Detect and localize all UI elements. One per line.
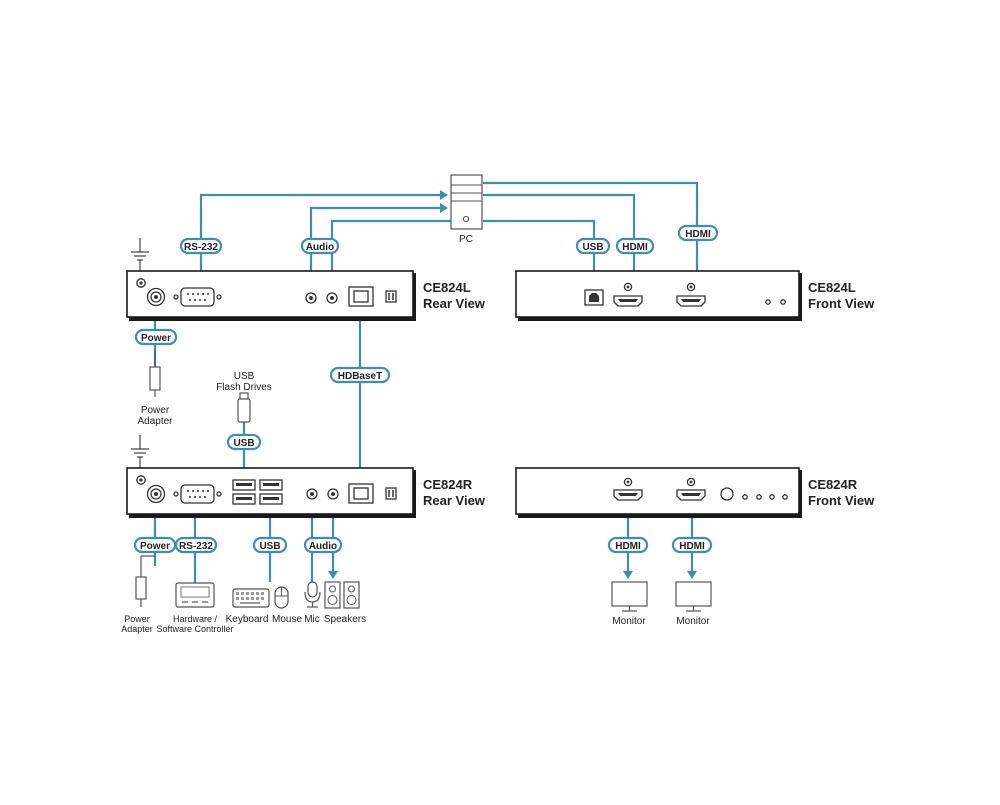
dip-switch-icon [385, 290, 397, 303]
monitor-caption-1: Monitor [612, 616, 646, 627]
label-hdmi-pc-2: HDMI [677, 224, 719, 242]
label-usb-pc: USB [575, 237, 611, 255]
svg-text:Audio: Audio [309, 541, 337, 552]
controller-device-icon [175, 582, 215, 608]
label-rs232-top: RS-232 [179, 237, 223, 255]
label-audio-top: Audio [300, 237, 340, 255]
usb-flash-caption-2: Flash Drives [216, 382, 272, 393]
pc-caption: PC [459, 234, 473, 245]
cable-labels: RS-232 Audio USB HDMI HDMI Power HDBaseT [133, 224, 719, 554]
svg-text:HDMI: HDMI [679, 541, 705, 552]
ce824r-front-view: Front View [808, 493, 875, 508]
ce824l-rear-name: CE824L [423, 280, 471, 295]
label-hdmi-pc-1: HDMI [615, 237, 655, 255]
led-icon [742, 494, 748, 500]
ce824l-rear-view: Rear View [423, 296, 486, 311]
hdmi-monitor-arrow-2 [687, 571, 697, 579]
ce824r-front-name: CE824R [808, 477, 858, 492]
power-adapter-plug-icon [149, 350, 161, 397]
rs232-pc-arrow [440, 190, 448, 200]
svg-text:HDMI: HDMI [615, 541, 641, 552]
label-power-bottom: Power [133, 536, 177, 554]
ce824l-front-view: Front View [808, 296, 875, 311]
keyboard-caption: Keyboard [226, 614, 269, 625]
usb-flash-drive-icon [237, 392, 251, 423]
svg-text:RS-232: RS-232 [184, 242, 218, 253]
svg-text:HDMI: HDMI [685, 229, 711, 240]
led-icon [765, 299, 771, 305]
rs232-pc-cable [199, 193, 440, 286]
mouse-icon [274, 586, 289, 609]
svg-text:USB: USB [259, 541, 280, 552]
controller-caption-2: Software Controller [156, 624, 233, 634]
led-icon [780, 299, 786, 305]
dip-switch-icon [385, 487, 397, 500]
ground-icon-top [131, 238, 149, 278]
keyboard-icon [232, 588, 270, 608]
label-hdmi-monitor-2: HDMI [671, 536, 713, 554]
power-adapter-plug-icon [135, 555, 155, 607]
led-icon [769, 494, 775, 500]
svg-text:Audio: Audio [306, 242, 334, 253]
audio-pc-cable-1 [309, 206, 440, 286]
usb-pc-cable [483, 219, 596, 286]
led-icon [782, 494, 788, 500]
ce824l-rear-panel [126, 270, 416, 321]
rs232-port-icon [180, 287, 215, 307]
usb-flash-caption-1: USB [234, 371, 255, 382]
svg-text:Power: Power [140, 541, 170, 552]
label-usb-bottom: USB [252, 536, 288, 554]
hdmi-pc-cable-1 [483, 193, 636, 282]
label-power-top: Power [134, 328, 178, 346]
pc-tower-icon [450, 174, 483, 230]
svg-text:USB: USB [233, 438, 254, 449]
rs232-port-icon [180, 484, 215, 504]
svg-text:HDBaseT: HDBaseT [338, 371, 382, 382]
monitor-icon-1 [611, 581, 648, 612]
power-adapter-top-caption-1: Power [141, 405, 170, 416]
microphone-icon [304, 581, 321, 608]
ce824l-front-panel [515, 270, 802, 321]
audio-pc-cable-2 [330, 219, 451, 280]
svg-text:RS-232: RS-232 [179, 541, 213, 552]
monitor-icon-2 [675, 581, 712, 612]
label-hdbaset: HDBaseT [329, 366, 391, 384]
power-adapter-bottom-caption-2: Adapter [121, 624, 153, 634]
power-adapter-top-caption-2: Adapter [137, 416, 173, 427]
label-usb-flash: USB [226, 433, 262, 451]
label-audio-bottom: Audio [303, 536, 343, 554]
led-icon [756, 494, 762, 500]
ce824r-rear-name: CE824R [423, 477, 473, 492]
hdmi-monitor-arrow-1 [623, 571, 633, 579]
hdmi-pc-cable-2 [483, 181, 699, 282]
ce824r-rear-panel [126, 467, 416, 518]
speakers-caption: Speakers [324, 614, 366, 625]
ce824r-rear-view: Rear View [423, 493, 486, 508]
svg-text:USB: USB [582, 242, 603, 253]
mouse-caption: Mouse [272, 614, 302, 625]
label-rs232-bottom: RS-232 [174, 536, 218, 554]
svg-text:Power: Power [141, 333, 171, 344]
monitor-caption-2: Monitor [676, 616, 710, 627]
mic-caption: Mic [304, 614, 320, 625]
ce824l-front-name: CE824L [808, 280, 856, 295]
power-adapter-bottom-caption-1: Power [124, 614, 150, 624]
label-hdmi-monitor-1: HDMI [607, 536, 649, 554]
speakers-icon [324, 581, 360, 609]
ce824r-front-panel [515, 467, 802, 518]
controller-caption-1: Hardware / [173, 614, 218, 624]
push-button-icon [720, 487, 734, 501]
audio-pc-arrow-1 [440, 203, 448, 213]
audio-speaker-arrow [328, 571, 338, 579]
svg-text:HDMI: HDMI [622, 242, 648, 253]
